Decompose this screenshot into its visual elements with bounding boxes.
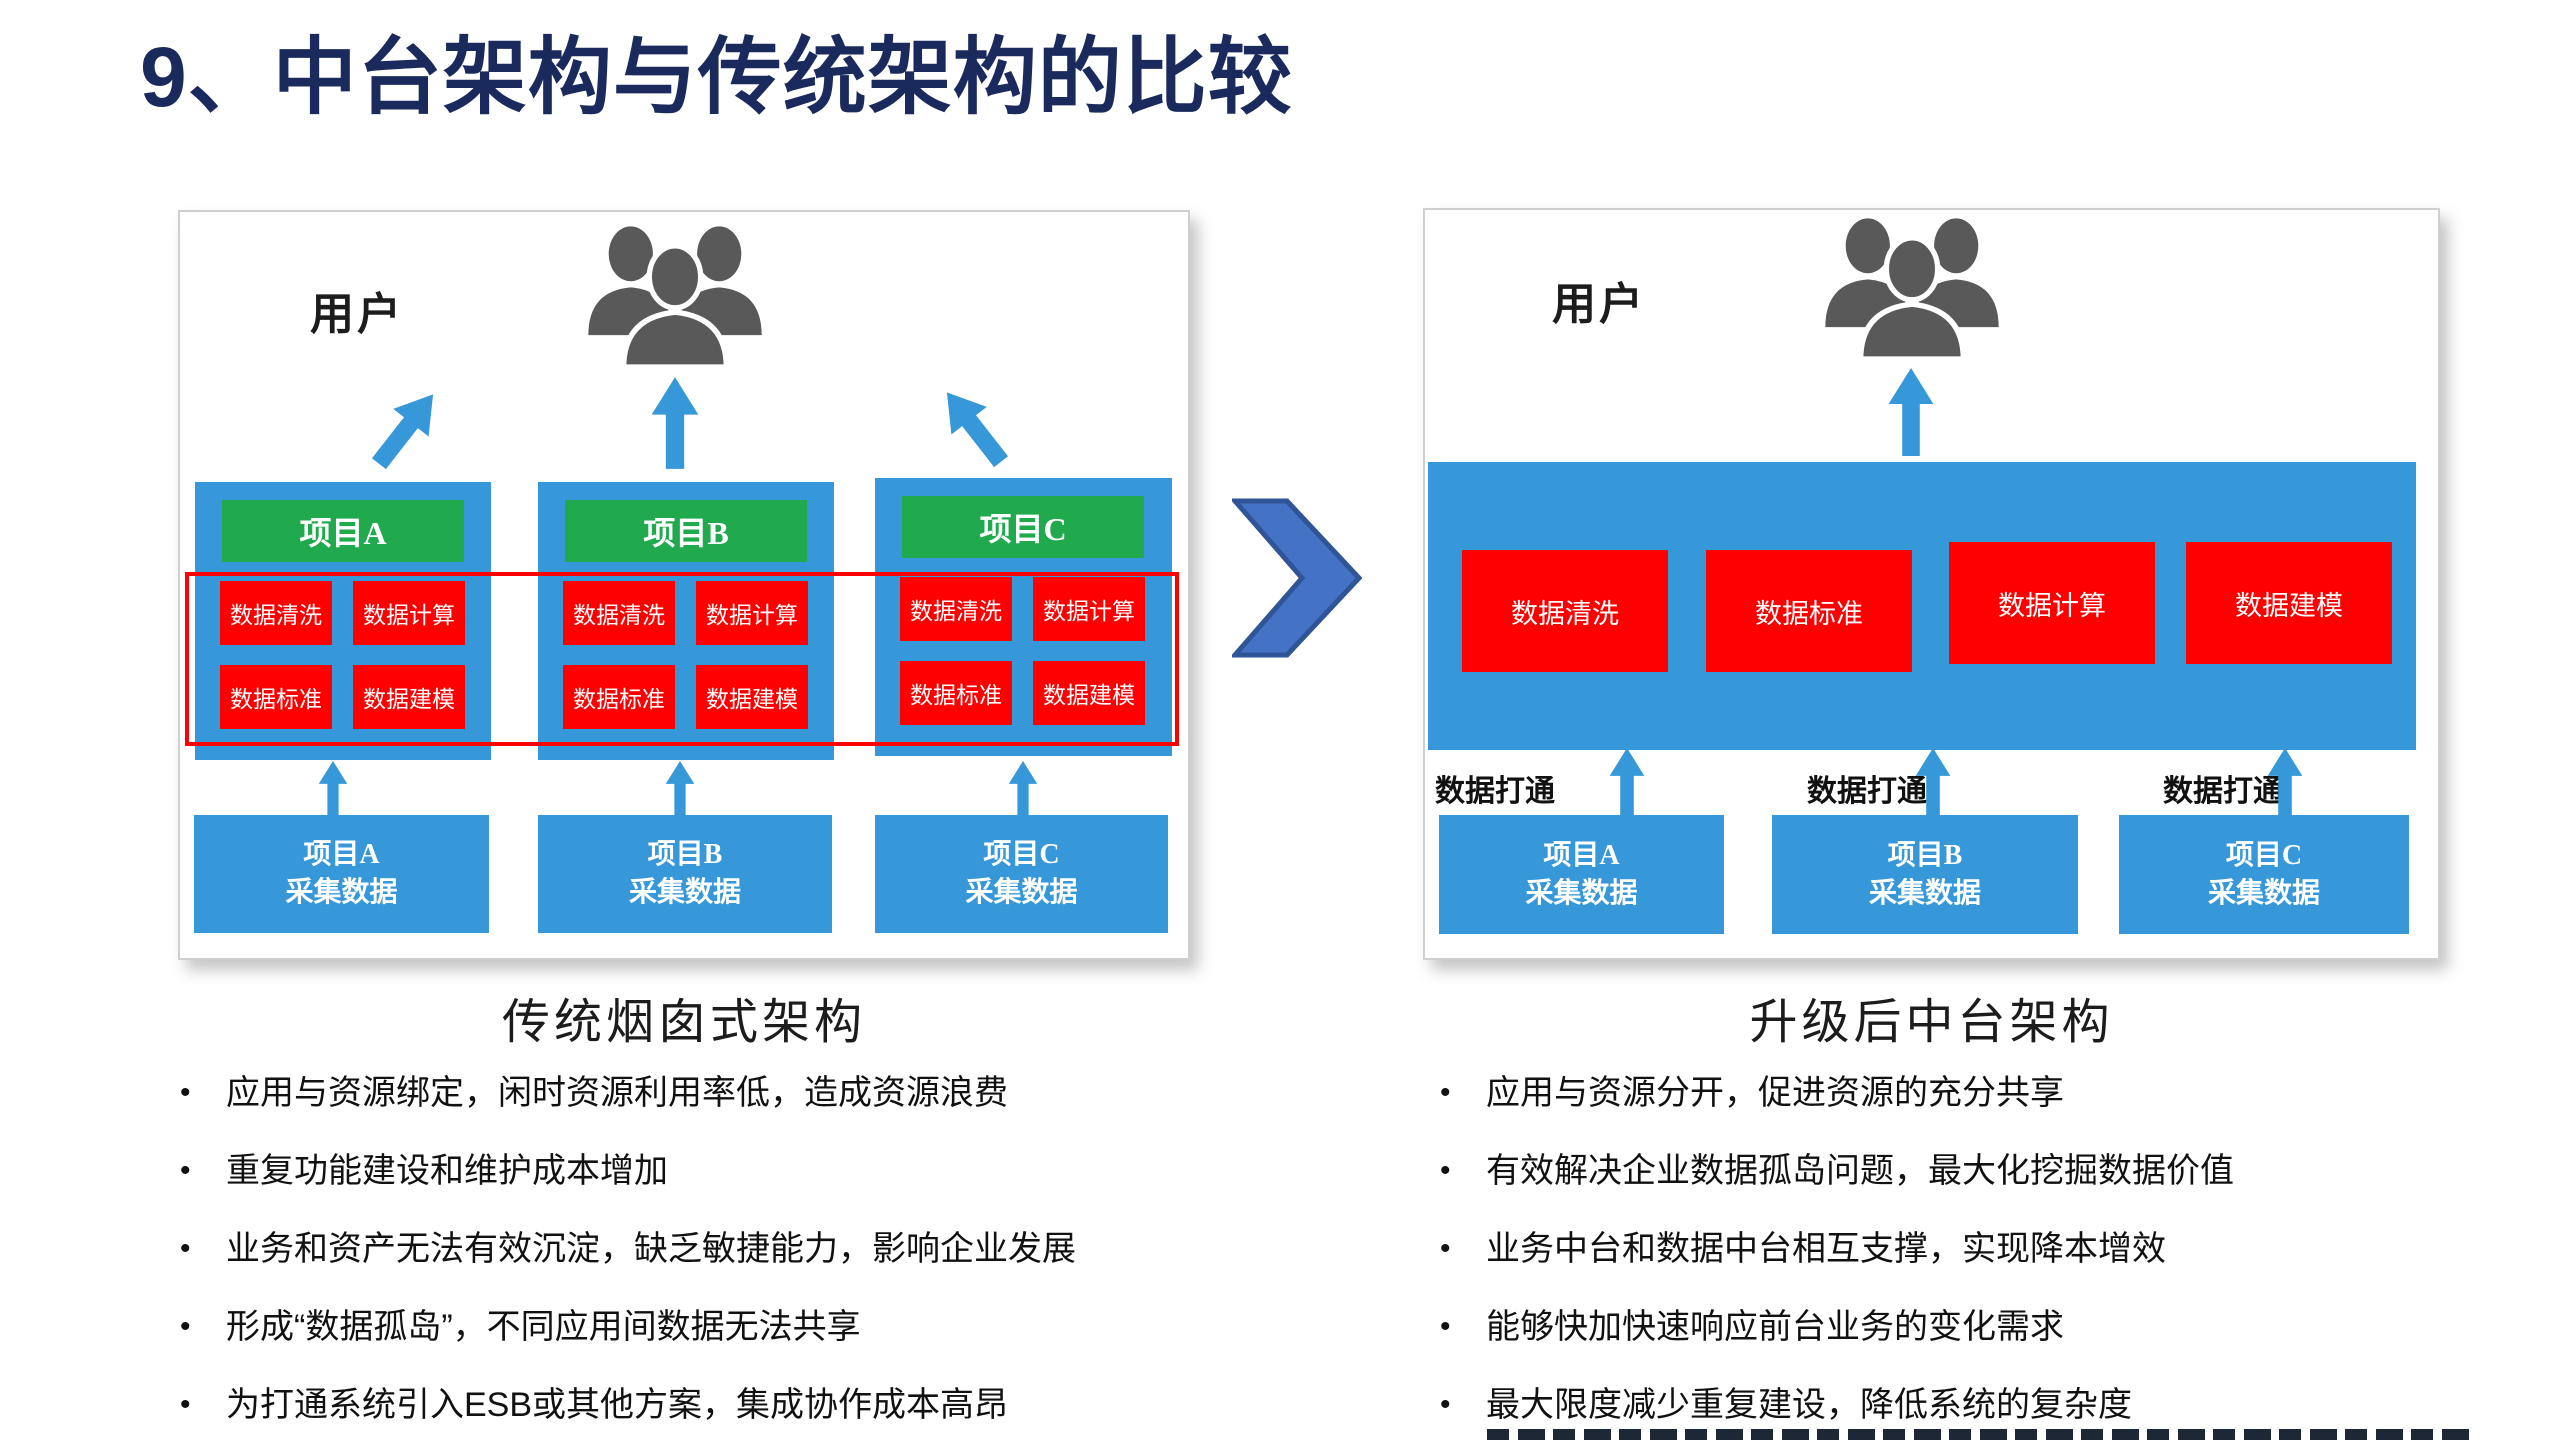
data-link-label: 数据打通 <box>1807 775 1927 808</box>
source-box: 项目B 采集数据 <box>1772 815 2078 934</box>
bullet-icon: • <box>180 1076 191 1109</box>
left-user-label: 用户 <box>310 290 404 339</box>
bullet-icon: • <box>1440 1310 1451 1343</box>
list-item: • 为打通系统引入ESB或其他方案，集成协作成本高昂 <box>180 1384 1310 1426</box>
up-arrow-icon <box>2263 748 2307 816</box>
bullet-icon: • <box>180 1310 191 1343</box>
bullet-text: 有效解决企业数据孤岛问题，最大化挖掘数据价值 <box>1486 1152 2234 1190</box>
right-user-label: 用户 <box>1552 280 1646 329</box>
right-bullet-list: • 应用与资源分开，促进资源的充分共享 • 有效解决企业数据孤岛问题，最大化挖掘… <box>1440 1072 2540 1440</box>
list-item: • 应用与资源绑定，闲时资源利用率低，造成资源浪费 <box>180 1072 1310 1114</box>
bullet-icon: • <box>1440 1232 1451 1265</box>
bullet-icon: • <box>180 1154 191 1187</box>
bullet-icon: • <box>1440 1154 1451 1187</box>
module-box: 数据建模 <box>1033 661 1145 725</box>
up-arrow-icon <box>660 761 700 817</box>
midplatform-architecture-diagram: 用户 数据清洗 数据标准 数据计算 数据建模 数据打通 数据打通 数据打通 项目… <box>1423 208 2440 960</box>
right-diagram-caption: 升级后中台架构 <box>1749 996 2114 1049</box>
source-box: 项目B 采集数据 <box>538 815 832 933</box>
users-group-icon <box>1797 214 2027 359</box>
chevron-right-icon <box>1232 498 1362 658</box>
bullet-icon: • <box>180 1388 191 1421</box>
up-arrow-icon <box>356 375 455 483</box>
bullet-text: 业务和资产无法有效沉淀，缺乏敏捷能力，影响企业发展 <box>226 1230 1076 1268</box>
source-box: 项目A 采集数据 <box>194 815 489 933</box>
users-group-icon <box>560 222 790 367</box>
list-item: • 应用与资源分开，促进资源的充分共享 <box>1440 1072 2540 1114</box>
project-c-stack: 项目C 数据清洗 数据计算 数据标准 数据建模 <box>875 478 1172 756</box>
module-box: 数据计算 <box>1033 577 1145 641</box>
list-item: • 最大限度减少重复建设，降低系统的复杂度 <box>1440 1384 2540 1426</box>
up-arrow-icon <box>1605 748 1649 816</box>
list-item: • 能够快加快速响应前台业务的变化需求 <box>1440 1306 2540 1348</box>
list-item: • 业务中台和数据中台相互支撑，实现降本增效 <box>1440 1228 2540 1270</box>
left-bullet-list: • 应用与资源绑定，闲时资源利用率低，造成资源浪费 • 重复功能建设和维护成本增… <box>180 1072 1310 1440</box>
module-box: 数据建模 <box>2186 542 2392 664</box>
list-item: • 业务和资产无法有效沉淀，缺乏敏捷能力，影响企业发展 <box>180 1228 1310 1270</box>
up-arrow-icon <box>1911 748 1955 816</box>
bullet-text: 能够快加快速响应前台业务的变化需求 <box>1486 1308 2064 1346</box>
source-box: 项目A 采集数据 <box>1439 815 1724 934</box>
bullet-text: 形成“数据孤岛”，不同应用间数据无法共享 <box>226 1308 861 1346</box>
bullet-icon: • <box>1440 1388 1451 1421</box>
module-box: 数据建模 <box>353 665 465 729</box>
data-link-label: 数据打通 <box>2163 775 2283 808</box>
bullet-text: 重复功能建设和维护成本增加 <box>226 1152 668 1190</box>
source-box: 项目C 采集数据 <box>2119 815 2409 934</box>
module-box: 数据计算 <box>696 581 808 645</box>
module-box: 数据清洗 <box>563 581 675 645</box>
list-item: • 重复功能建设和维护成本增加 <box>180 1150 1310 1192</box>
bullet-text: 应用与资源绑定，闲时资源利用率低，造成资源浪费 <box>226 1074 1008 1112</box>
slide-title: 9、中台架构与传统架构的比较 <box>140 30 1293 124</box>
module-box: 数据标准 <box>1706 550 1912 672</box>
project-c-header: 项目C <box>902 496 1144 558</box>
left-diagram-caption: 传统烟囱式架构 <box>501 996 866 1049</box>
project-a-header: 项目A <box>222 500 464 562</box>
bullet-text: 应用与资源分开，促进资源的充分共享 <box>1486 1074 2064 1112</box>
up-arrow-icon <box>1887 362 1935 462</box>
list-item: • 有效解决企业数据孤岛问题，最大化挖掘数据价值 <box>1440 1150 2540 1192</box>
project-b-header: 项目B <box>565 500 807 562</box>
bullet-text: 最大限度减少重复建设，降低系统的复杂度 <box>1486 1386 2132 1424</box>
bullet-icon: • <box>180 1232 191 1265</box>
module-box: 数据清洗 <box>900 577 1012 641</box>
module-box: 数据计算 <box>353 581 465 645</box>
middle-platform-box: 数据清洗 数据标准 数据计算 数据建模 <box>1428 462 2416 750</box>
up-arrow-icon <box>1003 761 1043 817</box>
module-box: 数据计算 <box>1949 542 2155 664</box>
up-arrow-icon <box>924 373 1023 481</box>
data-link-label: 数据打通 <box>1435 775 1555 808</box>
module-box: 数据建模 <box>696 665 808 729</box>
module-box: 数据标准 <box>900 661 1012 725</box>
module-box: 数据标准 <box>563 665 675 729</box>
project-a-stack: 项目A 数据清洗 数据计算 数据标准 数据建模 <box>195 482 491 760</box>
source-box: 项目C 采集数据 <box>875 815 1168 933</box>
traditional-architecture-diagram: 用户 项目A 数据清洗 数据计算 数据标准 数据建模 项目B 数据清洗 数据计算… <box>178 210 1190 960</box>
up-arrow-icon <box>313 761 353 817</box>
bullet-text: 业务中台和数据中台相互支撑，实现降本增效 <box>1486 1230 2166 1268</box>
module-box: 数据清洗 <box>1462 550 1668 672</box>
clipped-text-row <box>1487 1429 2472 1440</box>
duplicated-modules-highlight <box>185 572 1179 746</box>
module-box: 数据清洗 <box>220 581 332 645</box>
list-item: • 形成“数据孤岛”，不同应用间数据无法共享 <box>180 1306 1310 1348</box>
up-arrow-icon <box>650 375 700 471</box>
bullet-text: 为打通系统引入ESB或其他方案，集成协作成本高昂 <box>226 1386 1009 1424</box>
project-b-stack: 项目B 数据清洗 数据计算 数据标准 数据建模 <box>538 482 834 760</box>
module-box: 数据标准 <box>220 665 332 729</box>
bullet-icon: • <box>1440 1076 1451 1109</box>
